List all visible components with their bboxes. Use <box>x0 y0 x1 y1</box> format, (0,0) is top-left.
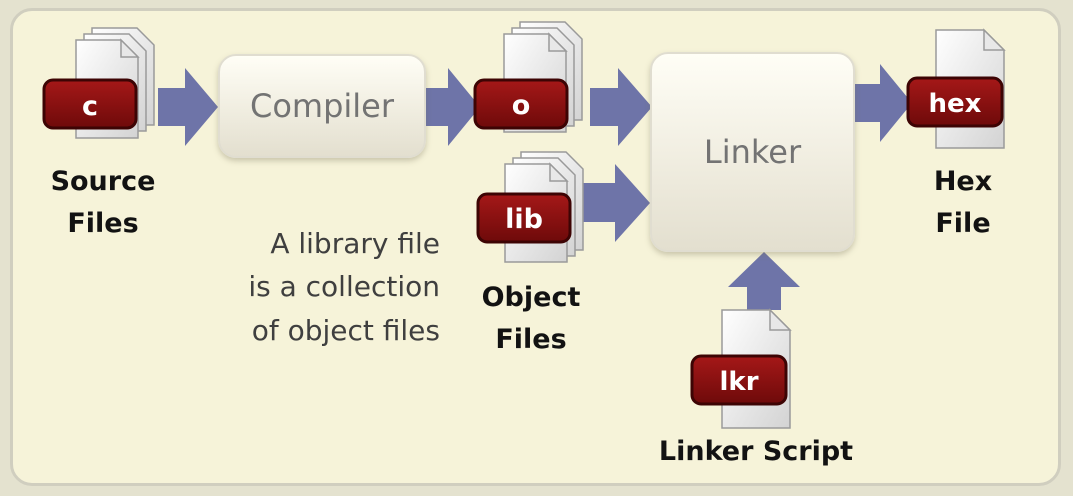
linker-label: Linker <box>703 133 802 171</box>
arrow-library-to-linker <box>582 164 650 242</box>
hex-file-label-line2: File <box>935 208 991 240</box>
object-files-label: Object Files <box>466 282 596 357</box>
library-tag-text: lib <box>505 204 543 235</box>
linker-script-tag: lkr <box>690 354 788 406</box>
hex-tag: hex <box>906 76 1004 128</box>
object-tag-text: o <box>512 90 531 121</box>
library-tag: lib <box>476 192 572 244</box>
source-files-label-line1: Source <box>50 166 156 197</box>
source-tag-text: c <box>82 91 98 122</box>
arrow-source-to-compiler <box>158 68 218 146</box>
hex-tag-text: hex <box>929 89 982 119</box>
compiler-label: Compiler <box>249 87 395 125</box>
library-note-line1: A library file <box>270 227 440 260</box>
source-files-label: Source Files <box>38 166 168 241</box>
library-note: A library file is a collection of object… <box>196 222 440 352</box>
object-files-label-line1: Object <box>481 282 581 313</box>
library-note-line3: of object files <box>251 313 440 347</box>
object-files-label-line2: Files <box>495 324 567 356</box>
object-tag: o <box>473 78 569 130</box>
linker-script-label-text: Linker Script <box>658 436 854 467</box>
hex-file-label-line1: Hex <box>933 166 993 197</box>
linker-script-tag-text: lkr <box>719 367 758 397</box>
arrow-objects-to-linker <box>590 68 652 146</box>
arrow-compiler-to-objects <box>425 68 480 146</box>
arrow-script-to-linker <box>728 252 800 310</box>
source-files-label-line2: Files <box>67 208 139 240</box>
linker-box: Linker <box>650 52 855 252</box>
compiler-box: Compiler <box>218 54 426 158</box>
arrow-linker-to-hex <box>853 64 912 142</box>
linker-script-label: Linker Script <box>636 436 876 468</box>
source-tag: c <box>42 78 138 130</box>
library-note-line2: is a collection <box>248 270 440 304</box>
hex-file-label: Hex File <box>908 166 1018 241</box>
